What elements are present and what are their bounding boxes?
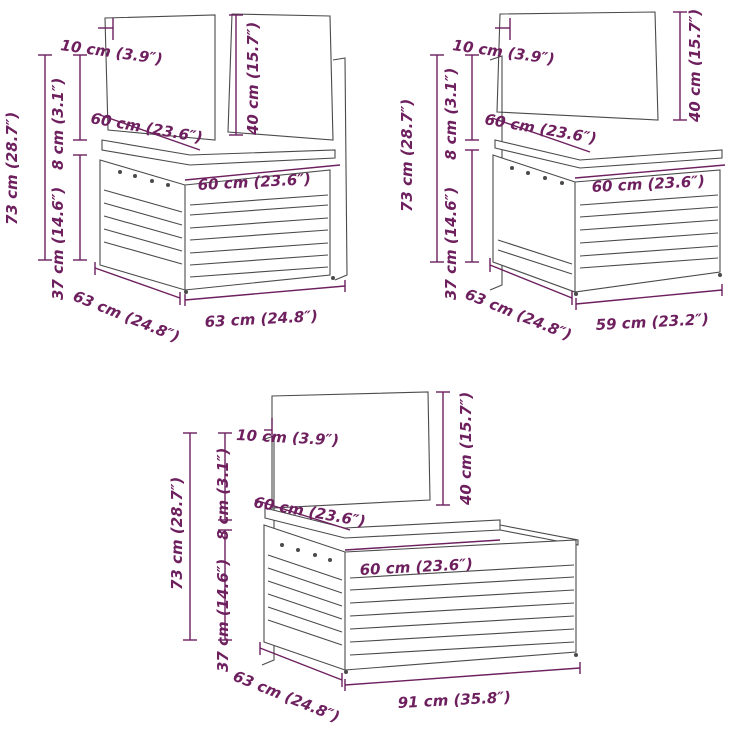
table-width-label: 91 cm (35.8″) — [397, 688, 511, 712]
middle-total-height-label: 73 cm (28.7″) — [398, 99, 416, 212]
corner-base-height-label: 37 cm (14.6″) — [49, 187, 67, 300]
middle-cushion-thick-label: 8 cm (3.1″) — [442, 68, 460, 160]
table-back-width-label: 10 cm (3.9″) — [236, 426, 340, 449]
table-total-height-label: 73 cm (28.7″) — [168, 477, 186, 590]
table-depth-label: 63 cm (24.8″) — [231, 667, 343, 726]
corner-width-label: 63 cm (24.8″) — [204, 307, 318, 331]
corner-module: 10 cm (3.9″) 40 cm (15.7″) 60 cm (23.6″)… — [3, 13, 348, 346]
middle-depth-label: 63 cm (24.8″) — [463, 285, 575, 344]
table-base-height-label: 37 cm (14.6″) — [214, 559, 232, 672]
corner-total-height-label: 73 cm (28.7″) — [3, 112, 21, 225]
table-module: 10 cm (3.9″) 40 cm (15.7″) 60 cm (23.6″)… — [168, 391, 581, 726]
corner-seat-width-label: 60 cm (23.6″) — [197, 170, 311, 194]
middle-seat-width-label: 60 cm (23.6″) — [591, 172, 705, 196]
middle-back-height-label: 40 cm (15.7″) — [686, 9, 704, 123]
corner-cushion-thick-label: 8 cm (3.1″) — [49, 78, 67, 170]
corner-depth-label: 63 cm (24.8″) — [71, 287, 183, 346]
table-cushion-thick-label: 8 cm (3.1″) — [214, 448, 232, 540]
middle-base-height-label: 37 cm (14.6″) — [442, 187, 460, 300]
table-back-height-label: 40 cm (15.7″) — [457, 392, 475, 506]
middle-module: 10 cm (3.9″) 40 cm (15.7″) 60 cm (23.6″)… — [398, 9, 726, 344]
corner-back-height-label: 40 cm (15.7″) — [244, 22, 262, 136]
table-seat-width-label: 60 cm (23.6″) — [359, 555, 473, 579]
middle-width-label: 59 cm (23.2″) — [595, 310, 709, 334]
